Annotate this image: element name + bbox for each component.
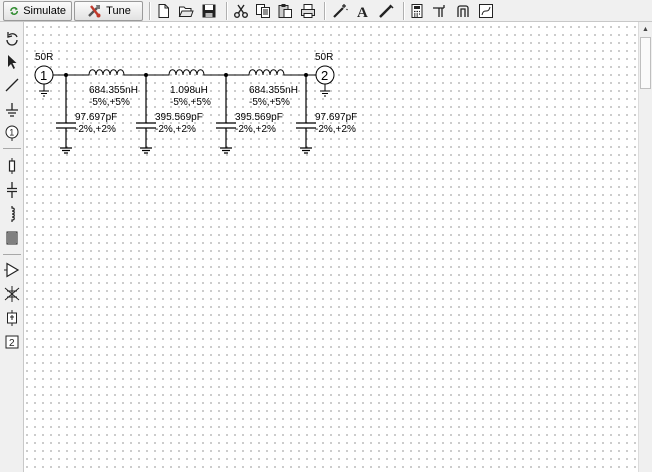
text-icon[interactable]: A: [355, 3, 371, 19]
select-arrow-icon[interactable]: [4, 54, 20, 70]
main-toolbar: Simulate Tune: [0, 0, 652, 22]
ground-icon[interactable]: [4, 102, 20, 118]
coupler-icon[interactable]: [455, 3, 471, 19]
capacitor-icon[interactable]: [4, 182, 20, 198]
calculator-icon[interactable]: [409, 3, 425, 19]
transmission-line-icon[interactable]: [432, 3, 448, 19]
crystal-icon[interactable]: [4, 286, 20, 302]
toolbar-separator: [226, 2, 228, 20]
paste-icon[interactable]: [277, 3, 293, 19]
simulate-refresh-icon: [10, 7, 18, 15]
toolbar-separator: [324, 2, 326, 20]
subcircuit-icon[interactable]: [4, 310, 20, 326]
copy-icon[interactable]: [255, 3, 271, 19]
svg-text:2: 2: [9, 338, 15, 349]
svg-text:A: A: [357, 5, 368, 19]
svg-text:1: 1: [9, 128, 14, 138]
toolbar-separator: [403, 2, 405, 20]
resistor-icon[interactable]: [4, 158, 20, 174]
vertical-scrollbar[interactable]: ▲: [638, 22, 652, 472]
scrollbar-thumb[interactable]: [640, 37, 651, 89]
tune-tools-icon: [88, 5, 101, 18]
simulate-label: Simulate: [23, 5, 66, 17]
scroll-up-arrow-icon[interactable]: ▲: [642, 25, 649, 33]
two-port-icon[interactable]: 2: [4, 334, 20, 350]
smith-chart-icon[interactable]: [478, 3, 494, 19]
new-document-icon[interactable]: [156, 3, 172, 19]
port-icon[interactable]: 1: [4, 125, 20, 141]
wire-icon[interactable]: [4, 77, 20, 93]
rotate-icon[interactable]: [4, 31, 20, 47]
tune-button[interactable]: Tune: [74, 1, 143, 21]
line-pen-icon[interactable]: [378, 3, 394, 19]
palette-separator: [3, 148, 21, 149]
cut-icon[interactable]: [233, 3, 249, 19]
transformer-icon[interactable]: [4, 230, 20, 246]
save-disk-icon[interactable]: [201, 3, 217, 19]
open-folder-icon[interactable]: [178, 3, 194, 19]
amplifier-icon[interactable]: [4, 262, 20, 278]
toolbar-separator: [149, 2, 151, 20]
component-palette: 1 2: [0, 22, 24, 472]
inductor-icon[interactable]: [4, 206, 20, 222]
print-icon[interactable]: [300, 3, 316, 19]
simulate-button[interactable]: Simulate: [3, 1, 72, 21]
tune-label: Tune: [106, 5, 131, 17]
wand-icon[interactable]: [332, 3, 348, 19]
schematic-canvas[interactable]: [24, 22, 638, 472]
palette-separator: [3, 254, 21, 255]
